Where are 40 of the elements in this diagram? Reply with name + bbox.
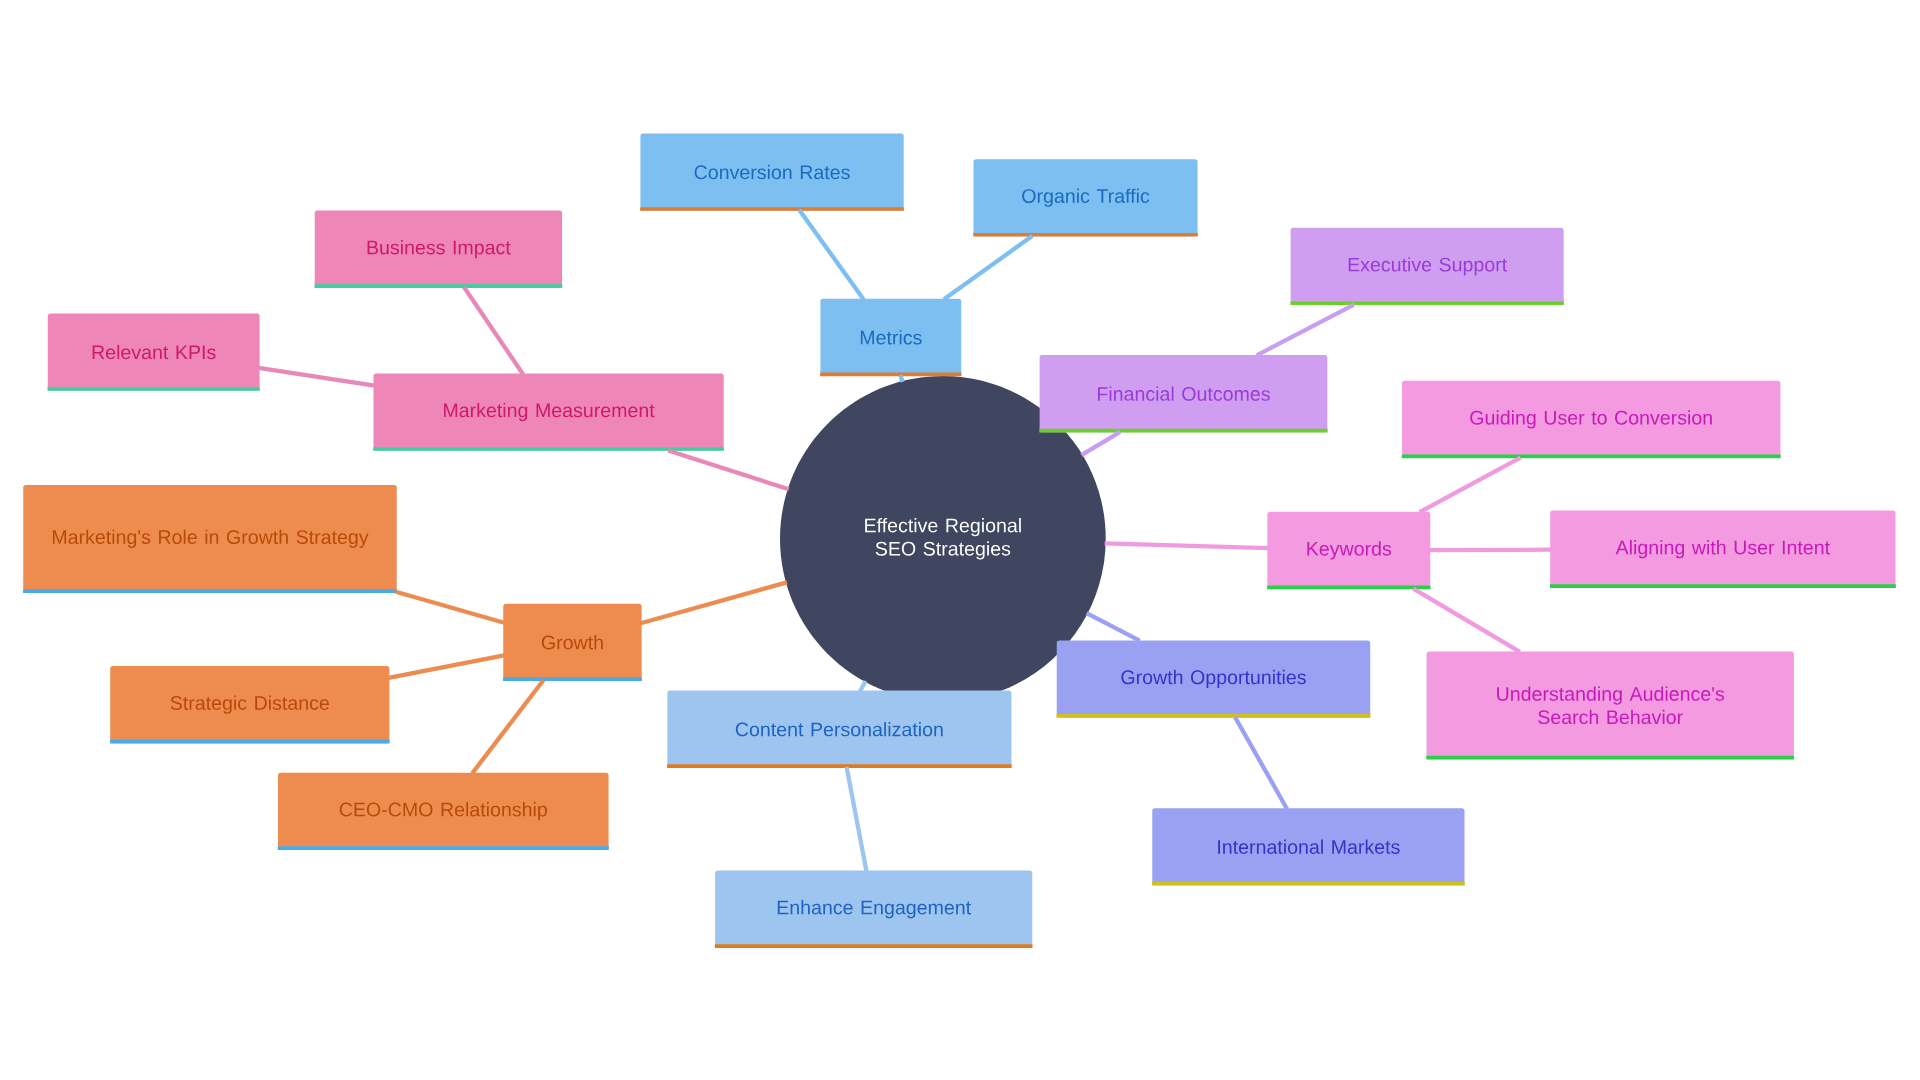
topic-box: Business Impact (314, 210, 563, 288)
connector-line (1412, 586, 1522, 654)
topic-box: Keywords (1267, 511, 1431, 590)
connector-line (1104, 541, 1269, 551)
connector-line (462, 285, 525, 376)
topic-box: Growth (503, 603, 642, 682)
connector-line (1232, 715, 1289, 811)
connector-line (942, 234, 1034, 301)
topic-box: Marketing's Role in Growth Strategy (23, 484, 397, 593)
connector-line (388, 653, 505, 681)
connector-line (470, 678, 546, 775)
connector-line (395, 589, 505, 625)
connector-line (640, 580, 788, 626)
topic-box: Strategic Distance (109, 666, 390, 744)
topic-box: Content Personalization (667, 690, 1012, 768)
topic-box: Enhance Engagement (714, 870, 1033, 948)
topic-box: CEO-CMO Relationship (277, 772, 609, 851)
topic-box: Understanding Audience's Search Behavior (1426, 651, 1795, 760)
connector-line (1255, 302, 1355, 358)
topic-box: Growth Opportunities (1056, 640, 1371, 718)
topic-box: Aligning with User Intent (1549, 510, 1896, 588)
topic-box: Metrics (820, 298, 962, 377)
connector-line (1418, 455, 1522, 515)
connector-line (667, 448, 790, 492)
connector-line (258, 365, 375, 388)
topic-box: Organic Traffic (973, 159, 1198, 237)
connector-line (1429, 547, 1552, 553)
topic-box: International Markets (1152, 808, 1465, 886)
connector-line (1085, 611, 1141, 643)
topic-box: Guiding User to Conversion (1401, 380, 1781, 459)
topic-box: Relevant KPIs (47, 313, 260, 391)
topic-box: Conversion Rates (640, 133, 904, 211)
topic-box: Marketing Measurement (373, 373, 724, 451)
topic-box: Executive Support (1290, 227, 1564, 306)
connector-line (858, 679, 868, 693)
connector-line (1080, 430, 1122, 457)
connector-line (797, 208, 866, 301)
connector-line (844, 766, 869, 872)
connector-line (898, 374, 905, 383)
topic-box: Financial Outcomes (1039, 355, 1328, 433)
